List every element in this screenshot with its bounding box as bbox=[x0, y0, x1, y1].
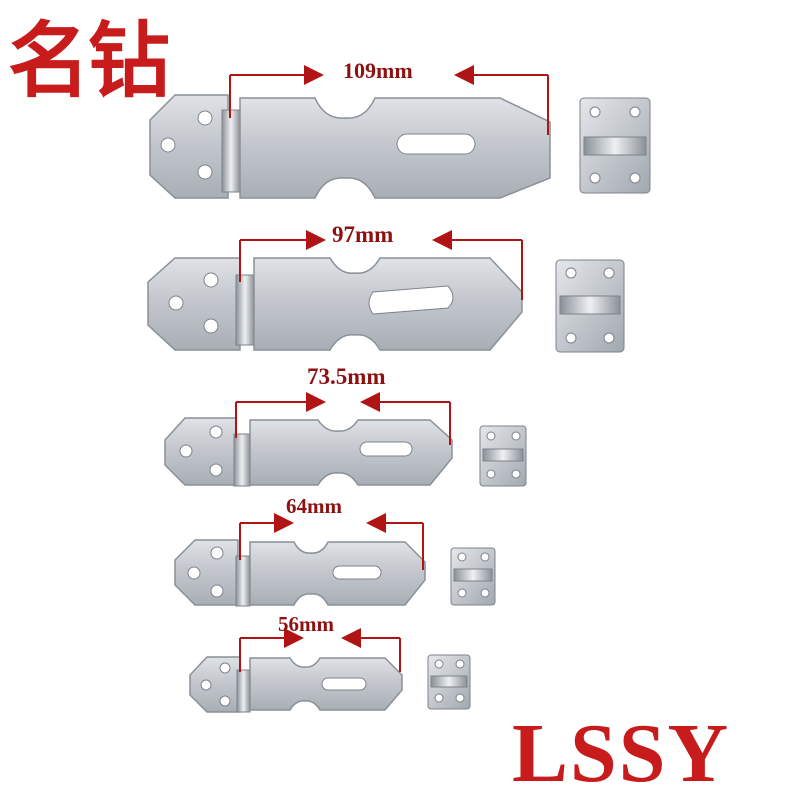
hasp-staple-2 bbox=[555, 259, 625, 353]
dimension-label-64mm: 64mm bbox=[286, 494, 342, 518]
dimension-label-109mm: 109mm bbox=[343, 58, 413, 83]
dimension-label-97mm: 97mm bbox=[332, 222, 394, 247]
hasp-staple-5 bbox=[427, 654, 471, 710]
hasp-56mm bbox=[189, 628, 403, 713]
dimension-label-73.5mm: 73.5mm bbox=[307, 364, 386, 389]
dimension-label-56mm: 56mm bbox=[278, 612, 334, 636]
hasp-97mm bbox=[147, 230, 523, 351]
hasp-staple-4 bbox=[450, 547, 496, 606]
brand-mark-top-left: 名钻 bbox=[8, 13, 170, 109]
hasp-64mm bbox=[174, 513, 426, 607]
hasp-staple-3 bbox=[479, 425, 527, 487]
hasp-staple-1 bbox=[579, 97, 651, 194]
hasp-109mm bbox=[149, 65, 551, 199]
brand-mark-bottom-right: LSSY bbox=[512, 707, 731, 800]
hasp-73.5mm bbox=[164, 392, 453, 487]
